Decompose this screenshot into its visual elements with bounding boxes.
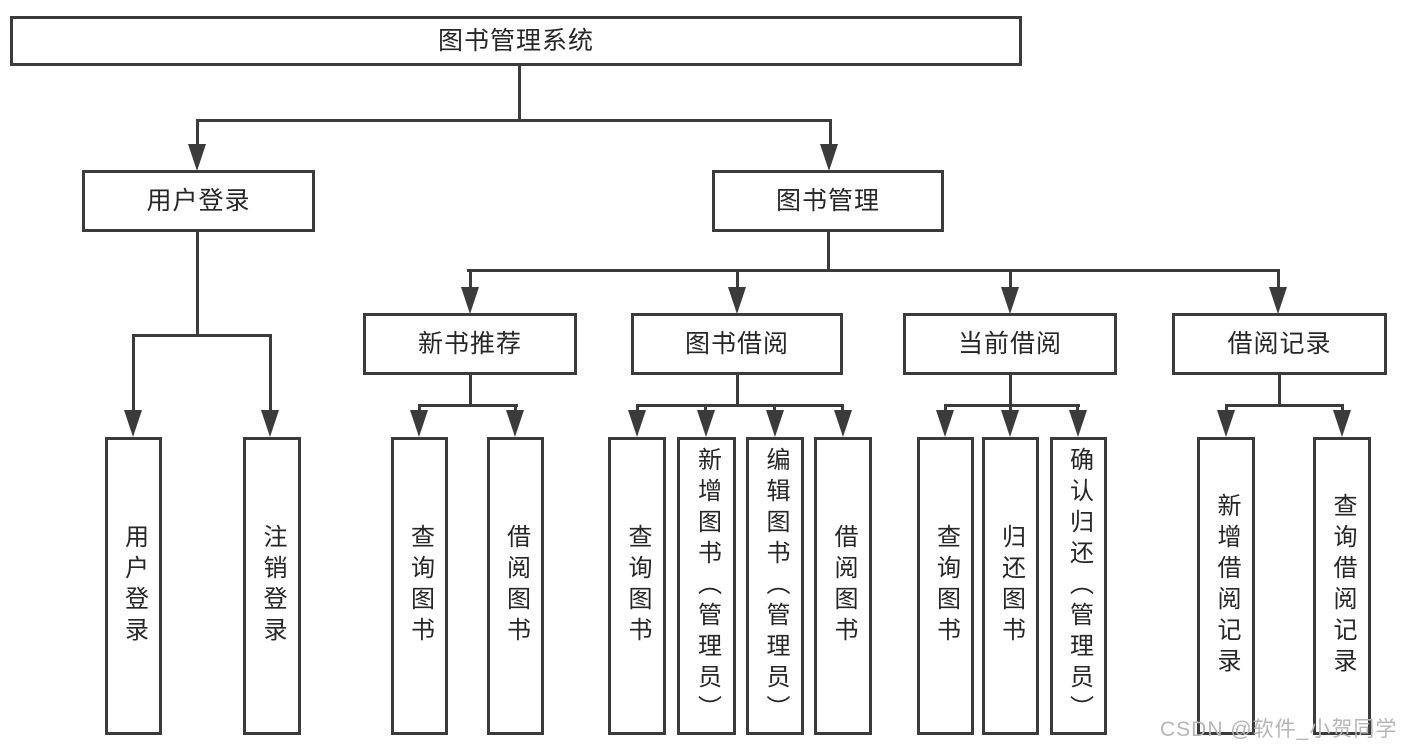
connector-bb-query-drop	[636, 404, 639, 415]
arrowhead-down-icon	[1001, 287, 1019, 314]
connector-book-mgmt-crossbar	[467, 269, 1280, 272]
node-bb-borrow-books-label: 借阅图书	[830, 524, 857, 648]
node-cb-query-books: 查询图书	[917, 437, 974, 735]
arrowhead-down-icon	[461, 287, 479, 314]
node-library-management-system-label: 图书管理系统	[437, 26, 594, 55]
connector-cb-return-drop	[1009, 404, 1012, 415]
connector-current-borrow-drop	[1009, 269, 1012, 291]
node-borrowing-records-label: 借阅记录	[1227, 329, 1332, 358]
arrowhead-down-icon	[1269, 287, 1287, 314]
node-nb-query-books-label: 查询图书	[406, 524, 434, 648]
node-new-book-recommendation: 新书推荐	[363, 313, 577, 375]
connector-new-book-rec-crossbar	[418, 404, 518, 407]
arrowhead-down-icon	[261, 410, 279, 437]
arrowhead-down-icon	[188, 144, 206, 171]
connector-user-login-stem	[196, 232, 199, 336]
node-nb-borrow-books-label: 借阅图书	[502, 524, 530, 648]
node-login: 用户登录	[105, 437, 162, 735]
connector-user-login-crossbar	[132, 334, 272, 337]
node-bb-add-books-admin-label: 新增图书（管理员）	[693, 446, 721, 726]
arrowhead-down-icon	[628, 410, 646, 437]
arrowhead-down-icon	[697, 410, 715, 437]
node-logout-label: 注销登录	[259, 524, 286, 648]
node-br-add-record-label: 新增借阅记录	[1213, 493, 1240, 679]
node-br-query-record: 查询借阅记录	[1313, 437, 1371, 735]
node-borrowing-records: 借阅记录	[1172, 313, 1387, 375]
connector-cb-query-drop	[944, 404, 947, 415]
arrowhead-down-icon	[1069, 410, 1087, 437]
connector-borrow-records-drop	[1277, 269, 1280, 291]
connector-nb-borrow-drop	[514, 404, 517, 415]
arrowhead-down-icon	[1001, 410, 1019, 437]
node-bb-add-books-admin: 新增图书（管理员）	[677, 437, 736, 735]
node-book-management-label: 图书管理	[775, 186, 880, 215]
node-user-login-label: 用户登录	[146, 186, 251, 215]
node-br-add-record: 新增借阅记录	[1197, 437, 1255, 735]
connector-book-borrow-crossbar	[636, 404, 844, 407]
connector-nb-query-drop	[418, 404, 421, 415]
arrowhead-down-icon	[820, 144, 838, 171]
connector-book-borrow-drop	[736, 269, 739, 291]
csdn-watermark: CSDN @软件_小贺同学	[1160, 718, 1398, 741]
node-current-borrowing-label: 当前借阅	[957, 329, 1062, 358]
node-bb-query-books: 查询图书	[608, 437, 666, 735]
node-cb-confirm-return-admin-label: 确认归还（管理员）	[1065, 446, 1093, 726]
connector-bb-add-drop	[704, 404, 707, 415]
connector-br-query-drop	[1341, 404, 1344, 415]
connector-user-login-drop	[196, 119, 199, 147]
connector-new-book-rec-drop	[469, 269, 472, 291]
node-cb-query-books-label: 查询图书	[932, 524, 960, 648]
node-bb-borrow-books: 借阅图书	[814, 437, 872, 735]
node-bb-edit-books-admin: 编辑图书（管理员）	[746, 437, 804, 735]
connector-br-add-drop	[1225, 404, 1228, 415]
connector-bb-edit-drop	[773, 404, 776, 415]
connector-book-borrow-stem	[736, 375, 739, 406]
arrowhead-down-icon	[936, 410, 954, 437]
arrowhead-down-icon	[1217, 410, 1235, 437]
connector-bb-borrow-drop	[841, 404, 844, 415]
node-book-borrowing: 图书借阅	[631, 313, 843, 375]
arrowhead-down-icon	[1333, 410, 1351, 437]
node-nb-query-books: 查询图书	[391, 437, 448, 735]
connector-current-borrow-crossbar	[944, 404, 1080, 407]
connector-root-stem	[518, 66, 521, 122]
connector-new-book-rec-stem	[469, 375, 472, 406]
node-logout: 注销登录	[243, 437, 301, 735]
node-login-label: 用户登录	[120, 524, 148, 648]
node-cb-return-books: 归还图书	[982, 437, 1039, 735]
connector-current-borrow-stem	[1009, 375, 1012, 406]
connector-book-mgmt-stem	[827, 232, 830, 272]
arrowhead-down-icon	[728, 287, 746, 314]
node-book-management: 图书管理	[712, 170, 944, 232]
node-cb-return-books-label: 归还图书	[997, 524, 1025, 648]
connector-root-crossbar	[196, 119, 832, 122]
connector-logout-drop	[269, 334, 272, 414]
node-bb-query-books-label: 查询图书	[624, 524, 651, 648]
connector-borrow-records-crossbar	[1225, 404, 1344, 407]
node-user-login: 用户登录	[82, 170, 315, 232]
connector-borrow-records-stem	[1278, 375, 1281, 406]
node-cb-confirm-return-admin: 确认归还（管理员）	[1050, 437, 1107, 735]
node-new-book-recommendation-label: 新书推荐	[417, 329, 522, 358]
node-library-management-system: 图书管理系统	[10, 16, 1022, 66]
connector-book-mgmt-drop	[829, 119, 832, 147]
connector-cb-confirm-drop	[1076, 404, 1079, 415]
node-bb-edit-books-admin-label: 编辑图书（管理员）	[762, 446, 789, 726]
arrowhead-down-icon	[124, 410, 142, 437]
arrowhead-down-icon	[506, 410, 524, 437]
node-br-query-record-label: 查询借阅记录	[1329, 493, 1356, 679]
connector-login-drop	[132, 334, 135, 414]
arrowhead-down-icon	[834, 410, 852, 437]
node-nb-borrow-books: 借阅图书	[487, 437, 544, 735]
arrowhead-down-icon	[766, 410, 784, 437]
node-book-borrowing-label: 图书借阅	[684, 329, 789, 358]
arrowhead-down-icon	[410, 410, 428, 437]
node-current-borrowing: 当前借阅	[903, 313, 1117, 375]
